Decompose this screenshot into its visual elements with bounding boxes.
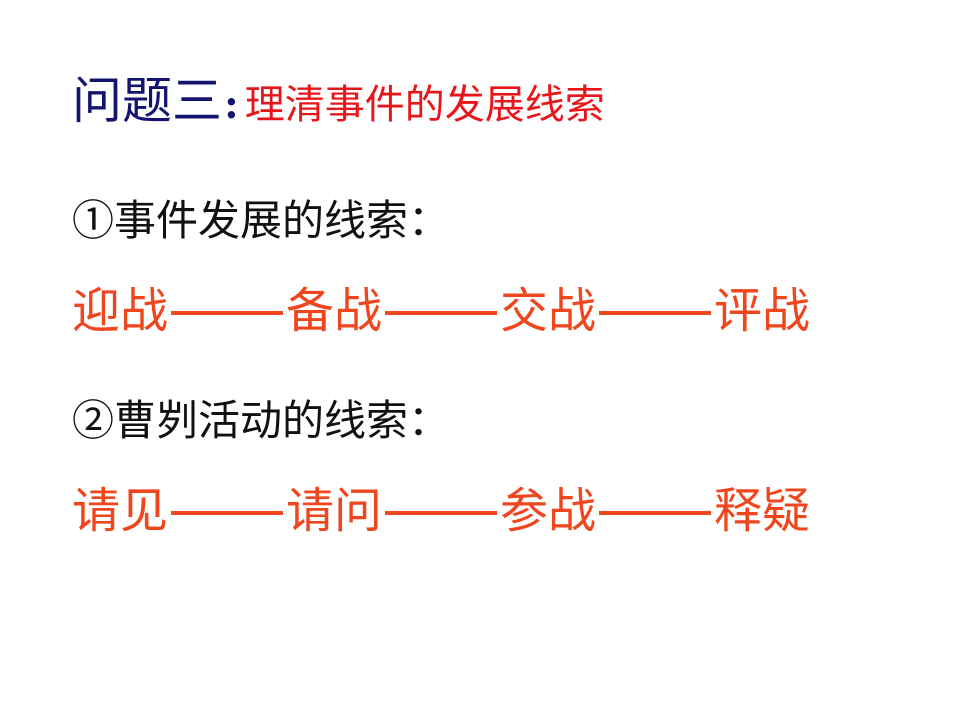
title-prefix: 问题三: [72, 72, 222, 130]
slide-title: 问题三:理清事件的发展线索: [72, 76, 605, 126]
sequence-dash: [171, 310, 284, 315]
event-step-1: 迎战: [72, 283, 169, 339]
event-clue-heading: ①事件发展的线索：: [72, 196, 451, 245]
sequence-dash: [599, 310, 712, 315]
event-step-3: 交战: [500, 283, 597, 339]
sequence-dash: [171, 510, 284, 515]
sequence-dash: [385, 310, 498, 315]
title-topic: 理清事件的发展线索: [244, 82, 605, 128]
caogui-step-2: 请问: [286, 483, 383, 539]
caogui-clue-heading: ②曹刿活动的线索：: [72, 396, 451, 445]
title-colon: :: [224, 81, 239, 128]
sequence-dash: [599, 510, 712, 515]
event-clue-sequence: 迎战备战交战评战: [72, 287, 810, 335]
caogui-step-1: 请见: [72, 483, 169, 539]
sequence-dash: [385, 510, 498, 515]
caogui-step-3: 参战: [500, 483, 597, 539]
caogui-step-4: 释疑: [714, 483, 811, 539]
event-step-2: 备战: [286, 283, 383, 339]
caogui-clue-sequence: 请见请问参战释疑: [72, 487, 810, 535]
event-step-4: 评战: [714, 283, 811, 339]
